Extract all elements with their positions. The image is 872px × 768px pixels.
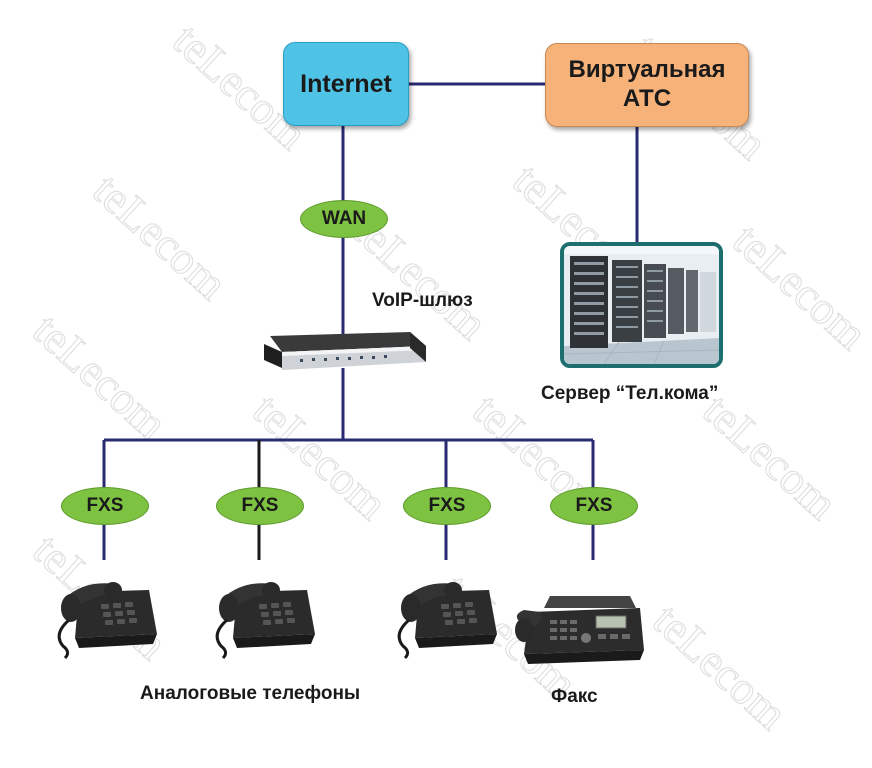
ats-label-line1: Виртуальная — [568, 56, 726, 84]
server-image — [560, 242, 723, 368]
telephone-icon — [397, 582, 497, 660]
internet-node: Internet — [283, 42, 409, 126]
virtual-pbx-node: Виртуальная АТС — [545, 43, 749, 127]
voip-gateway-label: VoIP-шлюз — [372, 290, 473, 311]
telephone-icon — [57, 582, 157, 660]
ats-label-line2: АТС — [622, 85, 672, 112]
phones-label: Аналоговые телефоны — [140, 683, 361, 704]
fax-icon — [515, 596, 644, 664]
wan-port: WAN — [300, 200, 388, 238]
fxs-port: FXS — [216, 487, 304, 525]
voip-gateway-icon — [264, 332, 426, 370]
wan-label: WAN — [321, 208, 367, 229]
fxs-label: FXS — [241, 495, 279, 516]
fxs-label: FXS — [575, 495, 613, 516]
internet-label: Internet — [300, 69, 392, 98]
fxs-label: FXS — [428, 495, 466, 516]
telephone-icon — [215, 582, 315, 660]
server-rack-icon — [564, 246, 719, 364]
fxs-port: FXS — [403, 487, 491, 525]
server-label: Сервер “Тел.кома” — [541, 383, 719, 404]
fax-label: Факс — [551, 686, 598, 707]
fxs-label: FXS — [86, 495, 124, 516]
fxs-port: FXS — [550, 487, 638, 525]
fxs-port: FXS — [61, 487, 149, 525]
